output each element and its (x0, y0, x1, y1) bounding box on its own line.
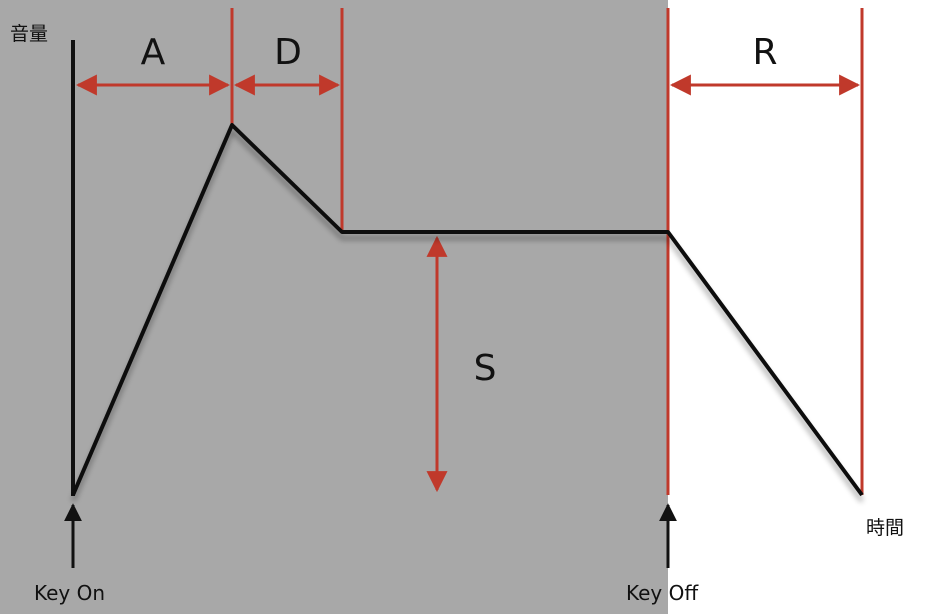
key-held-region (0, 0, 668, 614)
release-label: R (752, 32, 777, 73)
decay-label: D (274, 32, 302, 73)
attack-label: A (141, 32, 166, 73)
y-axis-label: 音量 (10, 23, 48, 45)
envelope-line (71, 123, 864, 497)
key-off-label: Key Off (626, 581, 699, 605)
sustain-label: S (474, 348, 497, 389)
x-axis-label: 時間 (866, 517, 904, 539)
key-on-label: Key On (34, 581, 105, 605)
